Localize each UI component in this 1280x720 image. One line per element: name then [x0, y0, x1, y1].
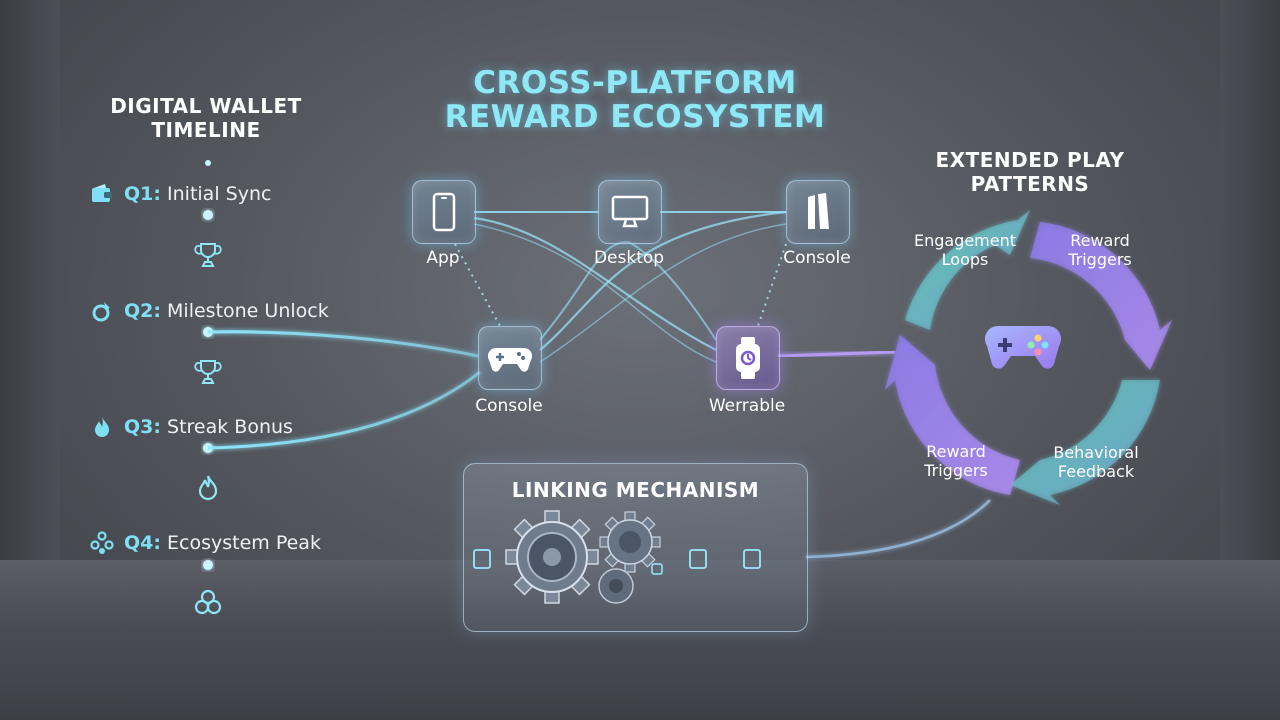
- platform-node-console-tower[interactable]: [786, 180, 850, 244]
- cycle-arc-engagement: [905, 210, 1030, 330]
- trophy-icon: [194, 243, 222, 267]
- milestone-q1: Q1: Initial Sync: [90, 182, 271, 206]
- milestone-q4-label: Ecosystem Peak: [167, 532, 321, 554]
- network-icon: [90, 531, 114, 554]
- platform-label-desktop: Desktop: [593, 248, 665, 268]
- wallet-timeline-title-text: DIGITAL WALLET TIMELINE: [110, 94, 302, 142]
- left-wall: [0, 0, 60, 580]
- milestone-q2-quarter: Q2:: [124, 300, 161, 322]
- main-title: CROSS-PLATFORM REWARD ECOSYSTEM: [430, 66, 840, 134]
- milestone-q4-quarter: Q4:: [124, 532, 161, 554]
- cycle-arc-feedback: [1010, 380, 1160, 505]
- trophy-icon: [194, 360, 222, 384]
- platform-node-app[interactable]: [412, 180, 476, 244]
- platform-node-desktop[interactable]: [598, 180, 662, 244]
- gears-icon: [473, 510, 761, 604]
- flame-icon: [95, 417, 109, 437]
- monitor-icon: [611, 195, 649, 228]
- flame-icon: [198, 475, 218, 501]
- linking-mechanism-panel: LINKING MECHANISM: [463, 463, 808, 632]
- cycle-label-engagement: Engagement Loops: [913, 231, 1017, 269]
- right-wall: [1220, 0, 1280, 580]
- gamepad-icon: [985, 325, 1061, 369]
- main-title-text: CROSS-PLATFORM REWARD ECOSYSTEM: [444, 65, 826, 135]
- play-patterns-title-text: EXTENDED PLAY PATTERNS: [935, 148, 1125, 196]
- milestone-q2: Q2: Milestone Unlock: [90, 299, 329, 323]
- wallet-timeline-title: DIGITAL WALLET TIMELINE: [96, 94, 316, 142]
- milestone-q3-label: Streak Bonus: [167, 416, 293, 438]
- platform-label-console-top: Console: [783, 248, 851, 268]
- cycle-label-feedback: Behavioral Feedback: [1053, 443, 1139, 481]
- platform-node-console[interactable]: [478, 326, 542, 390]
- milestone-q3: Q3: Streak Bonus: [90, 415, 293, 439]
- milestone-q1-quarter: Q1:: [124, 183, 161, 205]
- platform-label-console: Console: [475, 396, 543, 416]
- smartwatch-icon: [736, 337, 760, 379]
- floor: [0, 560, 1280, 720]
- badge-icon: [92, 302, 110, 322]
- gamepad-icon: [488, 347, 532, 372]
- wallet-icon: [92, 184, 112, 202]
- milestone-q3-quarter: Q3:: [124, 416, 161, 438]
- platform-label-wearable: Werrable: [708, 396, 786, 416]
- linking-mechanism-title: LINKING MECHANISM: [511, 478, 760, 502]
- platform-node-wearable[interactable]: [716, 326, 780, 390]
- smartphone-icon: [432, 192, 456, 232]
- milestone-q1-label: Initial Sync: [167, 183, 272, 205]
- rings-icon: [194, 589, 222, 615]
- cycle-label-reward-top: Reward Triggers: [1068, 231, 1132, 269]
- console-tower-icon: [808, 193, 829, 229]
- cycle-arc-reward-top: [1030, 222, 1172, 370]
- cycle-label-reward-bottom: Reward Triggers: [924, 442, 988, 480]
- milestone-q4: Q4: Ecosystem Peak: [90, 531, 321, 555]
- platform-label-app: App: [426, 248, 460, 268]
- play-patterns-title: EXTENDED PLAY PATTERNS: [910, 148, 1150, 196]
- milestone-q2-label: Milestone Unlock: [167, 300, 329, 322]
- cycle-arc-reward-bottom: [885, 335, 1020, 495]
